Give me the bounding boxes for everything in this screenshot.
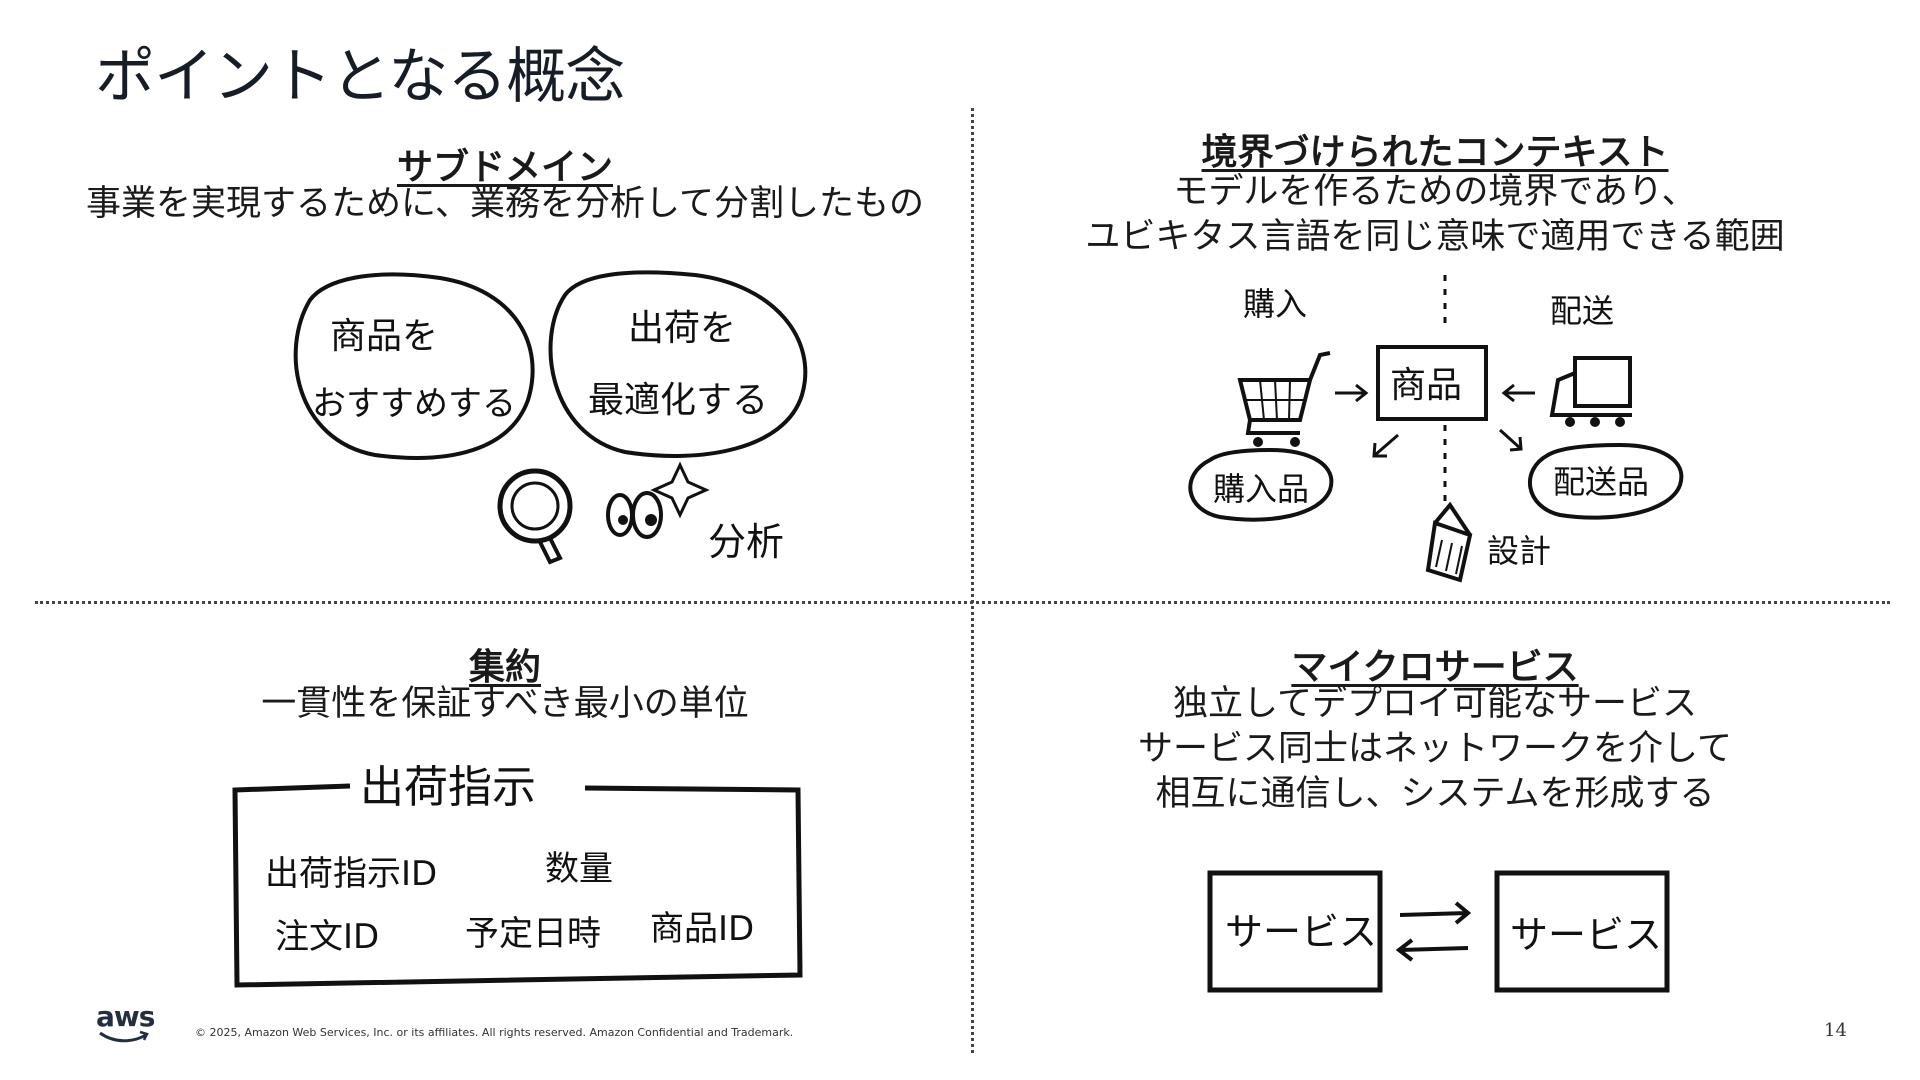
aws-logo-text: aws [96, 1003, 154, 1031]
product-box-label: 商品 [1390, 365, 1462, 406]
pencil-icon [1428, 505, 1470, 580]
purchased-item-label: 購入品 [1213, 470, 1309, 508]
delivery-label: 配送 [1550, 292, 1614, 330]
page-title: ポイントとなる概念 [95, 28, 624, 115]
aggregate-box-title: 出荷指示 [360, 762, 536, 813]
delivered-item-label: 配送品 [1553, 463, 1649, 501]
aggregate-illustration: 出荷指示 出荷指示ID 数量 注文ID 予定日時 商品ID [40, 630, 970, 1010]
microservices-illustration: サービス サービス [980, 630, 1890, 1010]
aws-smile-icon [96, 1029, 156, 1049]
arrow-truck-to-product [1504, 385, 1535, 401]
arrow-b-to-a [1399, 940, 1468, 960]
copyright-footer: © 2025, Amazon Web Services, Inc. or its… [195, 1026, 793, 1039]
design-label: 設計 [1487, 532, 1551, 570]
service-b-label: サービス [1510, 913, 1662, 957]
field-product-id: 商品ID [650, 909, 754, 949]
horizontal-divider [35, 601, 1890, 604]
vertical-divider [971, 108, 974, 1053]
microservices-section: マイクロサービス 独立してデプロイ可能なサービス サービス同士はネットワークを介… [980, 630, 1890, 1010]
magnifier-icon [500, 471, 570, 562]
bounded-context-section: 境界づけられたコンテキスト モデルを作るための境界であり、 ユビキタス言語を同じ… [980, 115, 1890, 590]
analysis-label: 分析 [708, 520, 784, 564]
field-scheduled-datetime: 予定日時 [465, 914, 601, 954]
aggregate-section: 集約 一貫性を保証すべき最小の単位 出荷指示 出荷指示ID 数量 注文ID 予定… [40, 630, 970, 1010]
arrow-a-to-b [1400, 903, 1468, 923]
arrow-product-to-delivered [1500, 430, 1521, 450]
field-quantity: 数量 [545, 849, 613, 889]
shopping-cart-icon [1240, 353, 1330, 447]
subdomain-section: サブドメイン 事業を実現するために、業務を分析して分割したもの 商品を おすすめ… [40, 130, 970, 590]
truck-icon [1552, 358, 1632, 427]
purchase-label: 購入 [1243, 285, 1307, 323]
bubble2-line1: 出荷を [628, 308, 736, 349]
service-a-label: サービス [1225, 910, 1377, 954]
page-number: 14 [1824, 1020, 1847, 1041]
eyes-icon [608, 493, 661, 537]
bubble-optimize [551, 272, 806, 456]
bubble1-line2: おすすめする [312, 384, 516, 424]
bubble1-line1: 商品を [330, 316, 438, 357]
field-shipping-instruction-id: 出荷指示ID [265, 854, 437, 894]
bounded-context-illustration: 購入 配送 商品 購入品 配送品 [980, 115, 1890, 590]
field-order-id: 注文ID [275, 917, 379, 957]
bubble2-line2: 最適化する [588, 380, 768, 421]
arrow-cart-to-product [1335, 385, 1366, 401]
subdomain-illustration: 商品を おすすめする 出荷を 最適化する 分析 [40, 130, 970, 590]
arrow-product-to-purchased [1374, 435, 1398, 456]
bubble-recommend [296, 274, 533, 458]
aws-logo: aws [96, 1003, 156, 1047]
